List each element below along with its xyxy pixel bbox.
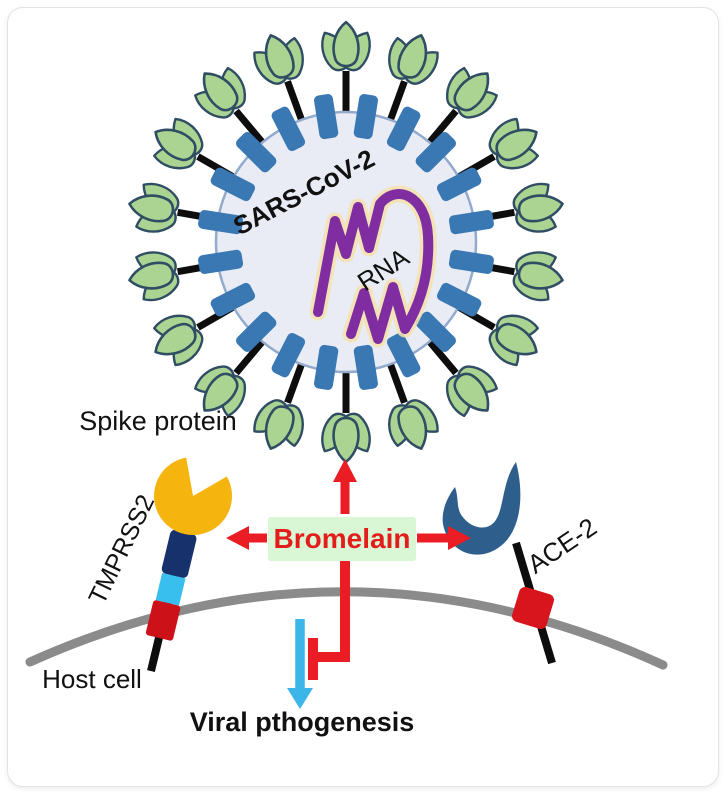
membrane-protein-icon [436,167,482,202]
spike-protein-icon [181,53,263,133]
membrane-proteins-ring [198,94,494,390]
tmprss2-label: TMPRSS2 [83,490,160,608]
bromelain-label: Bromelain [274,523,411,554]
spike-stalk [284,80,307,125]
tmprss2-segment-red [145,600,181,641]
outcome-label: Viral pthogenesis [190,707,415,737]
spike-protein-icon [374,389,451,459]
ace2-receptor [442,462,556,665]
membrane-protein-icon [210,167,256,202]
membrane-protein-icon [271,332,306,378]
spike-protein-icon [506,240,568,311]
rna-icon [309,185,437,348]
spike-protein-icon [124,240,186,311]
inhibition-connector [316,560,350,662]
spike-protein-icon [241,389,318,459]
membrane-protein-icon [198,249,244,274]
membrane-protein-icon [386,106,421,152]
membrane-protein-icon [210,282,256,317]
spike-protein-icon [140,299,217,380]
membrane-protein-icon [198,210,244,235]
membrane-protein-icon [235,131,277,173]
spike-stalk [424,108,459,148]
membrane-protein-icon [235,311,277,353]
membrane-protein-icon [386,332,421,378]
tmprss2-segment-cyan [155,572,186,606]
bromelain-box: Bromelain [268,517,416,561]
spike-protein-icon [315,22,378,74]
spike-protein-icon [140,105,217,186]
red-arrow-right-head-icon [448,526,471,550]
membrane-protein-icon [314,344,339,390]
spike-stalk [385,80,408,125]
spike-protein-icon [374,25,451,95]
membrane-protein-icon [436,282,482,317]
virus-particle: SARS-CoV-2 RNA [124,22,568,462]
spike-protein-icon [476,105,553,186]
tmprss2-receptor [145,457,233,672]
pathogenesis-arrow [287,619,313,709]
tmprss2-protease-head-icon [154,457,233,535]
spike-protein-icon [315,410,378,462]
membrane-protein-icon [353,94,378,140]
bromelain-arrows [226,459,471,680]
spike-protein-icon [241,25,318,95]
membrane-protein-icon [271,106,306,152]
membrane-protein-icon [448,249,494,274]
spike-protein-icon [430,53,512,133]
spike-protein-label: Spike protein [79,406,237,436]
spike-stalk [233,108,268,148]
membrane-protein-icon [314,94,339,140]
membrane-protein-icon [415,131,457,173]
cyan-arrow-head-icon [287,688,313,709]
spike-stalk [424,336,459,376]
spike-protein-icon [430,350,512,430]
red-arrow-up-head-icon [333,459,357,482]
spike-stalk [284,359,307,404]
ace2-membrane-anchor [512,587,554,629]
membrane-protein-icon [415,311,457,353]
spike-protein-icon [476,299,553,380]
membrane-protein-icon [353,344,378,390]
ace2-label: ACE-2 [522,512,602,580]
spike-stalk [233,336,268,376]
host-cell-label: Host cell [42,664,142,694]
spike-stalk [385,359,408,404]
spike-protein-icon [506,173,568,244]
bromelain-box-bg [268,517,416,561]
spike-protein-icon [124,173,186,244]
tmprss2-segment-navy [161,529,197,578]
red-arrow-left-head-icon [226,526,249,550]
ace2-claw-icon [442,462,521,555]
membrane-protein-icon [448,210,494,235]
